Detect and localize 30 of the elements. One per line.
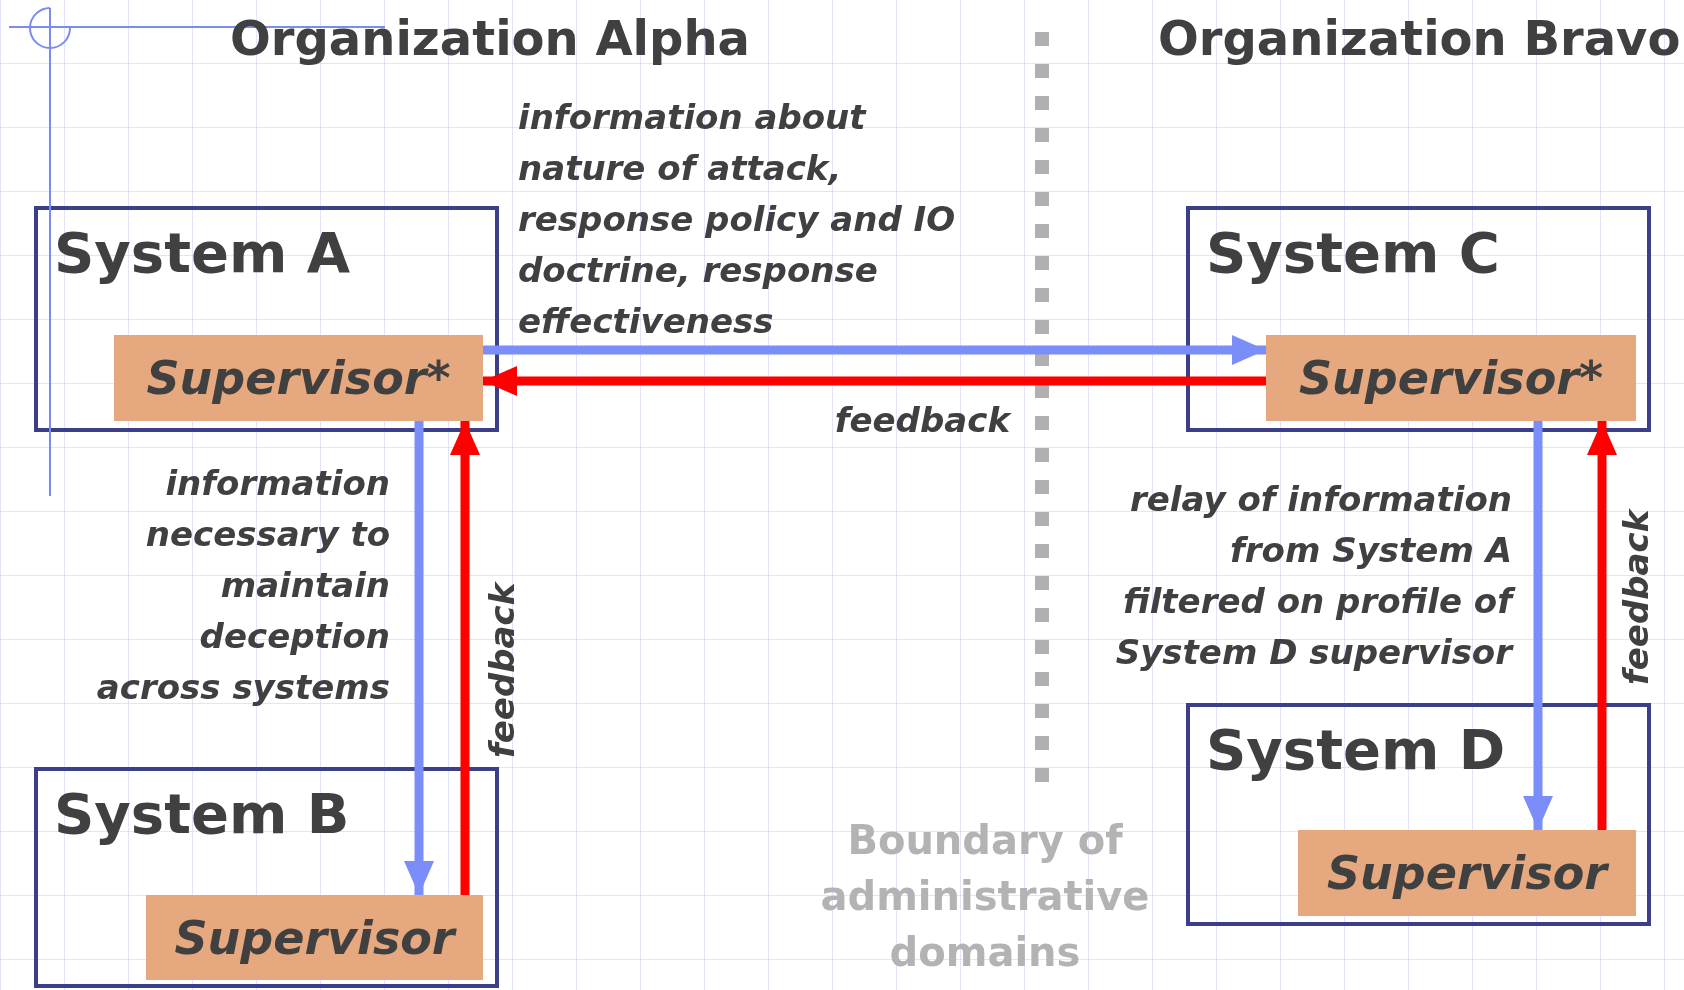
organization-heading: Organization Alpha	[230, 10, 750, 66]
arrow	[450, 421, 480, 895]
boundary-label: Boundary of administrative domains	[820, 816, 1150, 977]
edge-label: feedback	[481, 582, 523, 758]
supervisor-box	[114, 335, 483, 421]
system-box	[1186, 703, 1651, 926]
organization-heading: Organization Bravo	[1158, 10, 1681, 66]
supervisor-label: Supervisor	[1326, 846, 1608, 900]
edge-label: feedback	[833, 399, 1010, 442]
supervisor-box	[146, 895, 483, 980]
supervisor-label: Supervisor	[174, 910, 455, 965]
system-box	[34, 206, 499, 432]
supervisor-label: Supervisor*	[146, 351, 451, 405]
arrow	[483, 366, 1266, 396]
system-title: System D	[1206, 717, 1506, 782]
edge-label: feedback	[1615, 509, 1657, 685]
edge-label: information about nature of attack, response policy and IO doctrine, response effectiveness	[518, 96, 957, 343]
system-title: System C	[1206, 220, 1500, 285]
arrow	[483, 335, 1266, 365]
arrow	[404, 421, 434, 895]
arrow	[1523, 421, 1553, 830]
arrow	[1587, 421, 1617, 830]
system-box	[1186, 206, 1651, 432]
edge-label: information necessary to maintain deception across systems	[95, 462, 390, 709]
system-box	[34, 767, 499, 988]
system-title: System A	[54, 220, 351, 285]
supervisor-box	[1266, 335, 1636, 421]
system-title: System B	[54, 781, 350, 846]
supervisor-box	[1298, 830, 1636, 916]
supervisor-label: Supervisor*	[1298, 351, 1604, 405]
